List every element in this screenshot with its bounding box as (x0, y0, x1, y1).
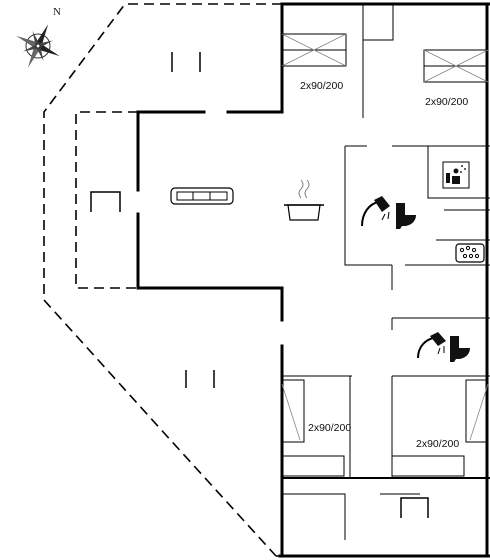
terrace-outline (43, 3, 490, 557)
compass-rose-icon (16, 24, 60, 68)
bedroom-label: 2x90/200 (425, 96, 468, 108)
bed (391, 379, 489, 477)
toilet-icon (396, 203, 416, 229)
partitions (282, 4, 490, 540)
north-label: N (53, 6, 61, 18)
cooking-pot-icon (284, 179, 324, 221)
bedroom-label: 2x90/200 (308, 422, 351, 434)
door-marks (90, 52, 429, 518)
toilet-icon (450, 336, 470, 362)
whirlpool-icon (455, 243, 485, 263)
bed (423, 49, 489, 83)
shower-icon (361, 196, 390, 227)
bedroom-label: 2x90/200 (300, 80, 343, 92)
bedroom-label: 2x90/200 (416, 438, 459, 450)
sauna-icon (442, 161, 470, 189)
bed (281, 33, 347, 67)
sofa-icon (170, 187, 234, 205)
shower-icon (417, 332, 446, 359)
bed (281, 379, 345, 477)
